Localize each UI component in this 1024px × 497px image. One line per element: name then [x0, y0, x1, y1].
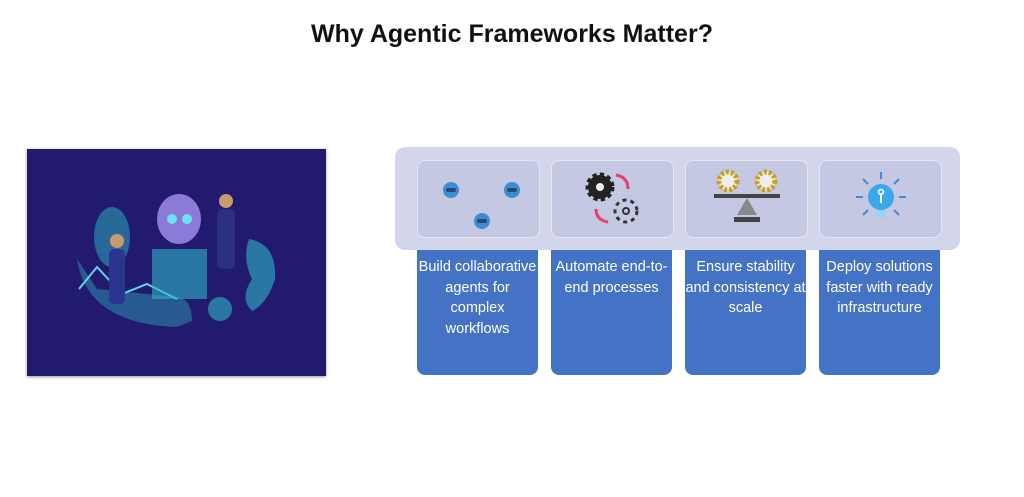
- benefit-card-automate: Automate end-to-end processes: [551, 250, 672, 375]
- slide-title: Why Agentic Frameworks Matter?: [311, 20, 713, 48]
- gear-cycle-icon: [551, 160, 674, 238]
- card-text: Ensure stability and consistency at scal…: [685, 259, 806, 317]
- benefit-card-deploy: Deploy solutions faster with ready infra…: [819, 250, 940, 375]
- card-text: Build collaborative agents for complex w…: [418, 259, 537, 338]
- robot-agents-icon: [417, 160, 540, 238]
- benefit-card-stability: Ensure stability and consistency at scal…: [685, 250, 806, 375]
- card-text: Deploy solutions faster with ready infra…: [826, 259, 933, 317]
- benefit-card-collaborative-agents: Build collaborative agents for complex w…: [417, 250, 538, 375]
- balance-gears-icon: [685, 160, 808, 238]
- card-text: Automate end-to-end processes: [555, 259, 668, 296]
- hero-illustration: [27, 149, 326, 376]
- lightbulb-icon: [819, 160, 942, 238]
